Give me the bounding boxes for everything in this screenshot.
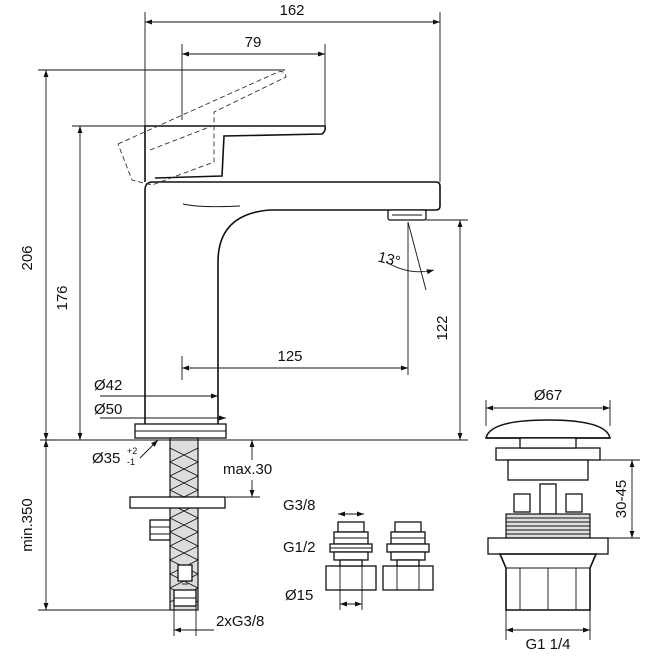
dimension-labels: 162 79 206 176 122 125 13° Ø42 Ø50 Ø35 +… (19, 2, 630, 653)
dim-diameter-35-tol-minus: -1 (127, 457, 135, 467)
dim-206: 206 (19, 245, 36, 270)
dimension-lines (38, 12, 640, 640)
dim-angle: 13° (376, 249, 402, 271)
connector-right (382, 521, 434, 591)
dim-diameter-42: Ø42 (94, 377, 122, 394)
dim-176: 176 (54, 285, 71, 310)
dim-79: 79 (245, 34, 262, 51)
dim-diameter-35: Ø35 (92, 450, 120, 467)
shank-assembly (129, 437, 226, 611)
dim-diameter-35-tol-plus: +2 (127, 446, 137, 456)
dim-max-30: max.30 (223, 461, 272, 478)
dim-hose-thread: 2xG3/8 (216, 613, 264, 630)
handle-rotated-outline (117, 71, 287, 186)
dim-122: 122 (434, 315, 451, 340)
dim-g1-1-4: G1 1/4 (525, 636, 570, 653)
dim-125: 125 (277, 348, 302, 365)
dim-diameter-50: Ø50 (94, 401, 122, 418)
dim-min-350: min.350 (19, 498, 36, 551)
dim-diameter-67: Ø67 (534, 387, 562, 404)
connector-left (325, 521, 377, 591)
dim-162: 162 (279, 2, 304, 19)
dim-g38: G3/8 (283, 497, 316, 514)
dim-diameter-15: Ø15 (285, 587, 313, 604)
dim-g12: G1/2 (283, 539, 316, 556)
waste-assembly (485, 419, 611, 611)
faucet-body (134, 125, 441, 439)
dim-30-45: 30-45 (613, 480, 630, 518)
